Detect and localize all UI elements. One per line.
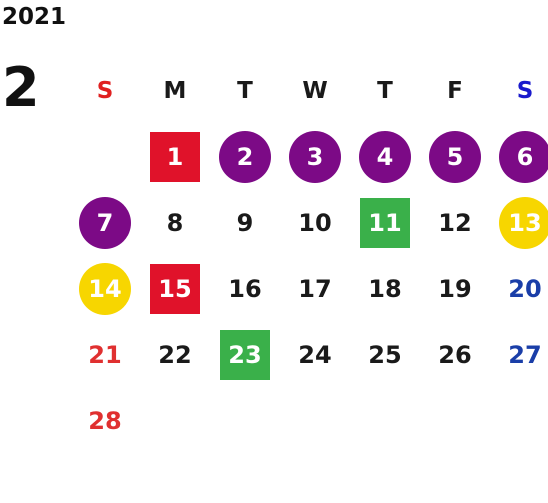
day-cell[interactable]: 25	[350, 322, 420, 388]
empty-cell	[280, 388, 350, 454]
day-marker-purple: 2	[219, 131, 271, 183]
day-cell[interactable]: 19	[420, 256, 490, 322]
day-marker-green: 11	[360, 198, 410, 248]
day-cell[interactable]: 8	[140, 190, 210, 256]
empty-cell	[210, 388, 280, 454]
day-cell[interactable]: 5	[420, 124, 490, 190]
day-cell[interactable]: 23	[210, 322, 280, 388]
day-marker-yellow: 13	[499, 197, 548, 249]
day-cell[interactable]: 10	[280, 190, 350, 256]
empty-cell	[70, 124, 140, 190]
day-marker-purple: 5	[429, 131, 481, 183]
day-cell[interactable]: 27	[490, 322, 548, 388]
empty-cell	[420, 388, 490, 454]
day-cell[interactable]: 9	[210, 190, 280, 256]
weekday-header: M	[163, 78, 187, 104]
day-number: 10	[298, 209, 332, 237]
day-cell[interactable]: 6	[490, 124, 548, 190]
day-cell[interactable]: 21	[70, 322, 140, 388]
day-cell[interactable]: 28	[70, 388, 140, 454]
day-cell[interactable]: 26	[420, 322, 490, 388]
day-cell[interactable]: 24	[280, 322, 350, 388]
day-cell[interactable]: 13	[490, 190, 548, 256]
empty-cell	[490, 388, 548, 454]
weekday-header: F	[447, 78, 463, 104]
day-cell[interactable]: 4	[350, 124, 420, 190]
day-cell[interactable]: 22	[140, 322, 210, 388]
day-number: 21	[88, 341, 122, 369]
weekday-header: W	[302, 78, 328, 104]
day-number: 27	[508, 341, 542, 369]
day-marker-purple: 4	[359, 131, 411, 183]
day-number: 24	[298, 341, 332, 369]
day-cell[interactable]: 15	[140, 256, 210, 322]
day-cell[interactable]: 17	[280, 256, 350, 322]
month-label: 2	[2, 56, 40, 119]
day-number: 25	[368, 341, 402, 369]
day-cell[interactable]: 7	[70, 190, 140, 256]
day-cell[interactable]: 12	[420, 190, 490, 256]
day-number: 20	[508, 275, 542, 303]
day-cell[interactable]: 14	[70, 256, 140, 322]
day-number: 28	[88, 407, 122, 435]
day-number: 9	[236, 209, 254, 237]
empty-cell	[350, 388, 420, 454]
day-cell[interactable]: 3	[280, 124, 350, 190]
day-number: 8	[166, 209, 184, 237]
day-cell[interactable]: 2	[210, 124, 280, 190]
day-marker-purple: 7	[79, 197, 131, 249]
day-marker-green: 23	[220, 330, 270, 380]
day-cell[interactable]: 1	[140, 124, 210, 190]
weekday-header: S	[96, 78, 114, 104]
day-marker-red: 15	[150, 264, 200, 314]
day-number: 19	[438, 275, 472, 303]
day-number: 26	[438, 341, 472, 369]
weekday-header: S	[516, 78, 534, 104]
day-number: 18	[368, 275, 402, 303]
day-number: 12	[438, 209, 472, 237]
weekday-header: T	[377, 78, 393, 104]
day-cell[interactable]: 20	[490, 256, 548, 322]
day-marker-purple: 3	[289, 131, 341, 183]
day-number: 22	[158, 341, 192, 369]
empty-cell	[140, 388, 210, 454]
day-marker-purple: 6	[499, 131, 548, 183]
weekday-header: T	[237, 78, 253, 104]
day-cell[interactable]: 11	[350, 190, 420, 256]
day-marker-yellow: 14	[79, 263, 131, 315]
year-label: 2021	[2, 4, 67, 30]
day-number: 16	[228, 275, 262, 303]
day-number: 17	[298, 275, 332, 303]
day-marker-red: 1	[150, 132, 200, 182]
day-cell[interactable]: 16	[210, 256, 280, 322]
day-cell[interactable]: 18	[350, 256, 420, 322]
